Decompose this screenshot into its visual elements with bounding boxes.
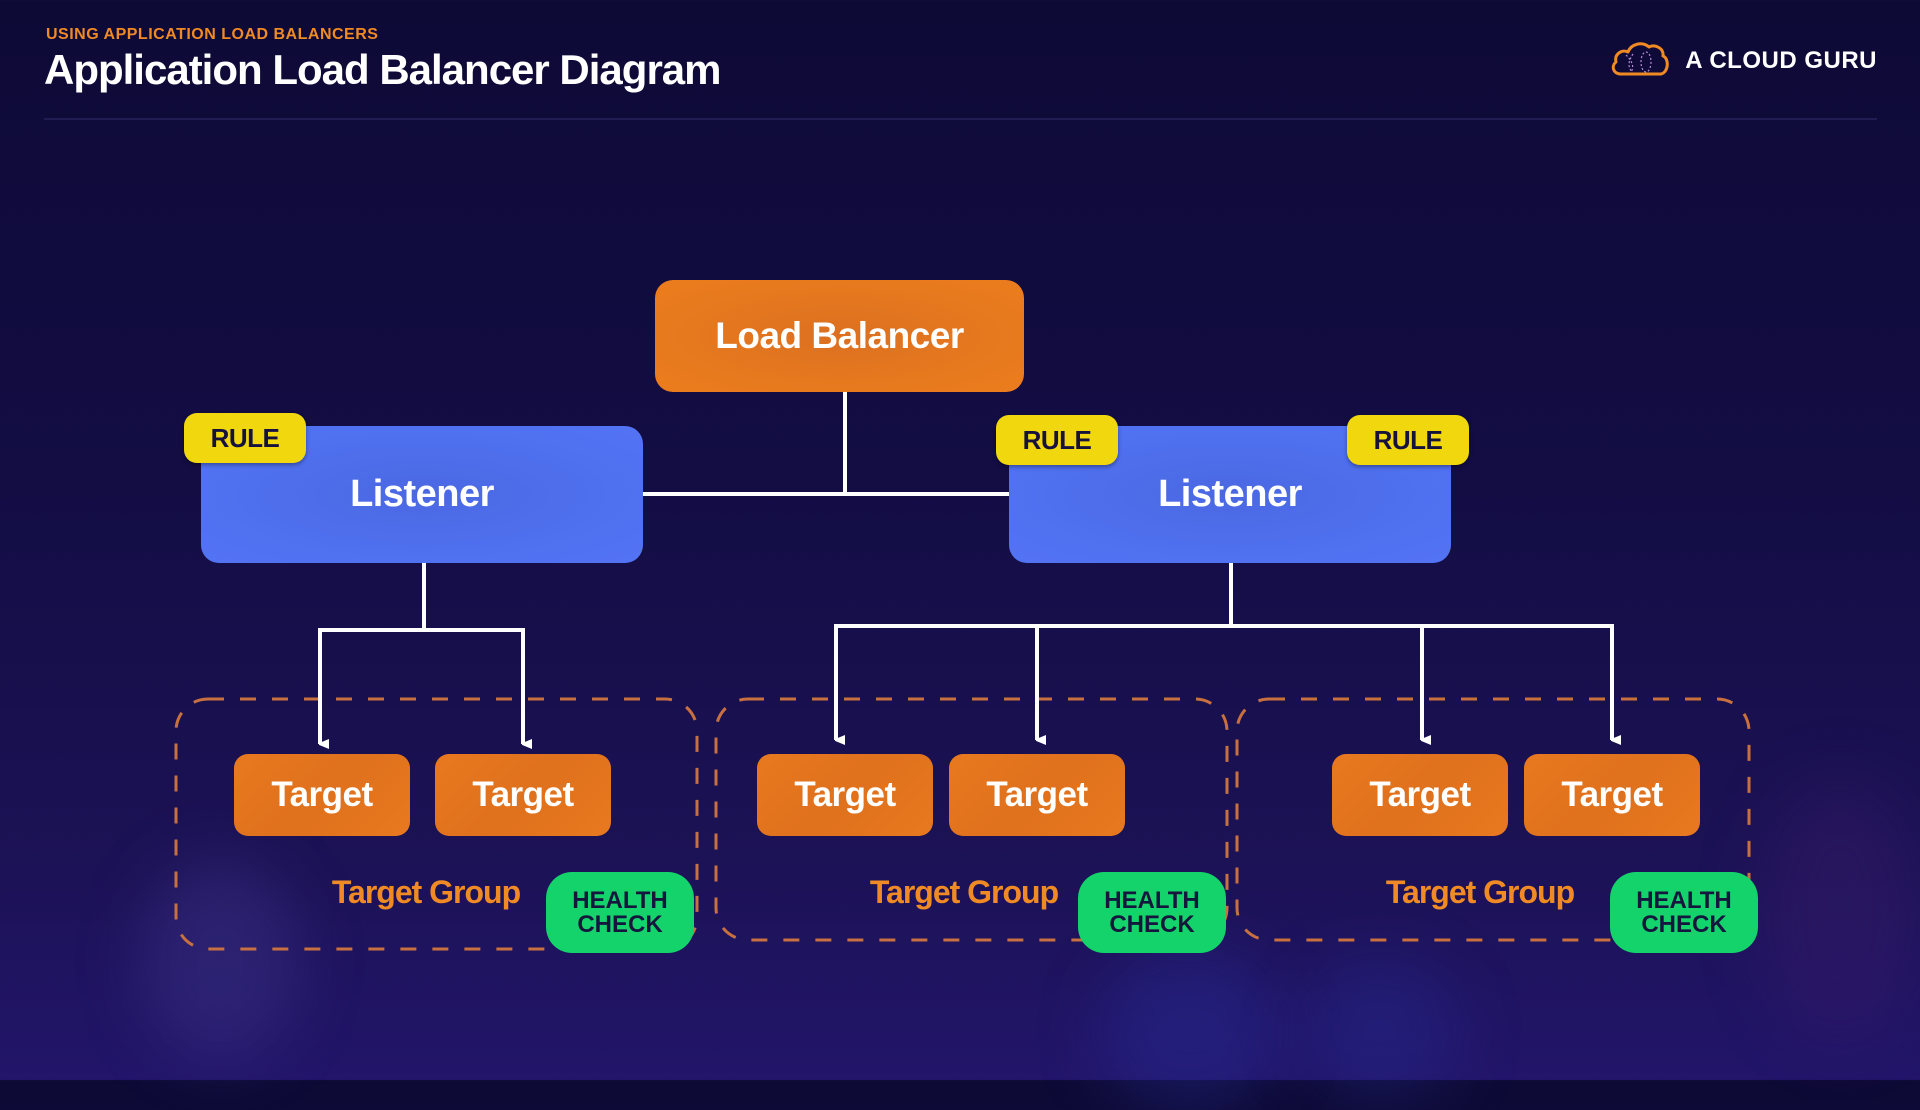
health-check-line: HEALTH — [572, 886, 668, 914]
target-group-outline — [1235, 697, 1751, 942]
load-balancer-node: Load Balancer — [655, 280, 1024, 392]
health-check-badge: HEALTH CHECK — [546, 872, 694, 953]
health-check-badge: HEALTH CHECK — [1078, 872, 1226, 953]
health-check-line: CHECK — [1641, 910, 1727, 938]
target-node: Target — [435, 754, 611, 836]
target-node: Target — [757, 754, 933, 836]
health-check-badge: HEALTH CHECK — [1610, 872, 1758, 953]
health-check-line: CHECK — [1109, 910, 1195, 938]
rule-badge: RULE — [184, 413, 306, 463]
brand-logo: A CLOUD GURU — [1609, 38, 1877, 83]
target-group-label: Target Group — [1385, 874, 1575, 910]
section-subtitle: USING APPLICATION LOAD BALANCERS — [46, 26, 379, 43]
diagram-connectors — [174, 697, 1751, 951]
target-node: Target — [1524, 754, 1700, 836]
target-node: Target — [1332, 754, 1508, 836]
target-node: Target — [234, 754, 410, 836]
rule-badge: RULE — [1347, 415, 1469, 465]
brand-name: A CLOUD GURU — [1685, 46, 1877, 74]
health-check-line: CHECK — [577, 910, 663, 938]
target-node: Target — [949, 754, 1125, 836]
target-group-outline — [714, 697, 1229, 942]
target-group-label: Target Group — [869, 874, 1059, 910]
target-group-outline — [174, 697, 699, 951]
health-check-line: HEALTH — [1636, 886, 1732, 914]
health-check-line: HEALTH — [1104, 886, 1200, 914]
cloud-logo-icon — [1609, 38, 1671, 83]
target-group-label: Target Group — [331, 874, 521, 910]
header-divider — [44, 118, 1877, 120]
rule-badge: RULE — [996, 415, 1118, 465]
page-title: Application Load Balancer Diagram — [44, 46, 721, 93]
